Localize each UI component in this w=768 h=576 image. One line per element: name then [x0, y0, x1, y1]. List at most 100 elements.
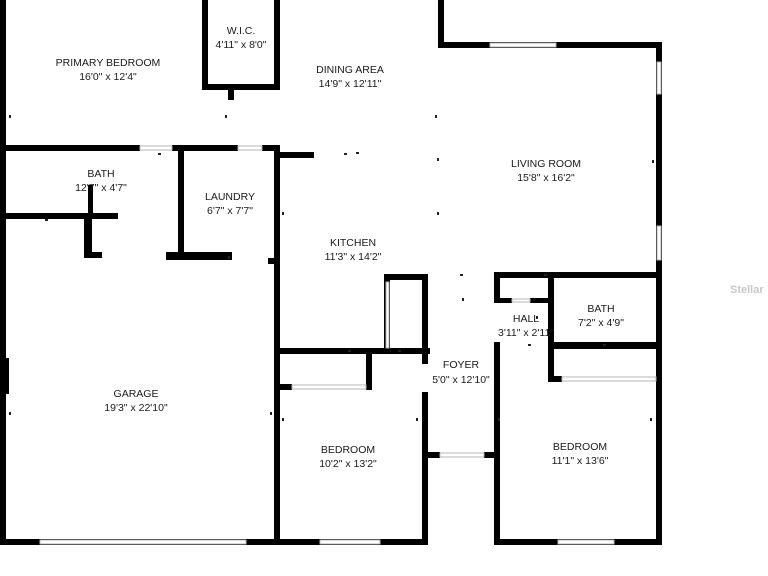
- room-name: PRIMARY BEDROOM: [56, 57, 161, 69]
- wall: [428, 452, 440, 458]
- tick: [45, 219, 48, 221]
- room-kitchen: KITCHEN 11'3" x 14'2": [325, 237, 382, 263]
- measure-ticks: [9, 115, 654, 421]
- room-bedroom-3: BEDROOM 11'1" x 13'6": [552, 441, 609, 467]
- window: [511, 298, 531, 303]
- tick: [228, 256, 230, 259]
- room-dimensions: 12'7" x 4'7": [75, 182, 127, 194]
- room-dimensions: 3'11" x 2'11": [498, 327, 554, 339]
- wall: [228, 90, 234, 100]
- window: [39, 539, 247, 545]
- wall: [166, 252, 232, 260]
- tick: [528, 344, 531, 346]
- room-wic: W.I.C. 4'11" x 8'0": [216, 25, 267, 51]
- wall: [494, 298, 512, 303]
- room-labels: PRIMARY BEDROOM 16'0" x 12'4" W.I.C. 4'1…: [56, 25, 625, 470]
- tick: [282, 212, 284, 215]
- room-name: W.I.C.: [227, 25, 256, 37]
- wall: [494, 272, 500, 302]
- room-dimensions: 19'3" x 22'10": [104, 402, 168, 414]
- room-dimensions: 10'2" x 13'2": [319, 458, 377, 470]
- room-dimensions: 6'7" x 7'7": [207, 205, 253, 217]
- window: [385, 281, 390, 349]
- wall: [384, 274, 428, 280]
- wall: [0, 0, 6, 545]
- tick: [536, 316, 538, 319]
- tick: [437, 158, 439, 161]
- room-name: BEDROOM: [553, 441, 607, 453]
- wall: [484, 452, 500, 458]
- room-bath-2: BATH 7'2" x 4'9": [578, 303, 624, 329]
- room-name: HALL: [513, 313, 539, 325]
- tick: [435, 115, 437, 118]
- tick: [544, 274, 547, 276]
- window: [557, 539, 615, 545]
- wall: [366, 348, 372, 390]
- wall: [0, 213, 118, 219]
- room-dimensions: 11'1" x 13'6": [552, 455, 609, 467]
- room-name: LIVING ROOM: [511, 158, 581, 170]
- tick: [348, 350, 351, 352]
- room-dimensions: 16'0" x 12'4": [79, 71, 137, 83]
- tick: [652, 160, 654, 163]
- room-garage: GARAGE 19'3" x 22'10": [104, 388, 168, 414]
- room-name: BATH: [87, 168, 114, 180]
- room-primary-bedroom: PRIMARY BEDROOM 16'0" x 12'4": [56, 57, 161, 83]
- window: [291, 384, 367, 390]
- window: [139, 145, 173, 151]
- wall: [202, 0, 208, 90]
- wall: [494, 272, 662, 278]
- window: [656, 225, 662, 261]
- room-bedroom-2: BEDROOM 10'2" x 13'2": [319, 444, 377, 470]
- room-dimensions: 14'9" x 12'11": [319, 78, 382, 90]
- wall: [202, 84, 280, 90]
- tick: [416, 418, 418, 421]
- tick: [462, 298, 464, 301]
- wall: [494, 342, 500, 545]
- tick: [460, 274, 463, 276]
- watermark: Stellar: [730, 284, 764, 296]
- room-living-room: LIVING ROOM 15'8" x 16'2": [511, 158, 581, 184]
- tick: [158, 153, 161, 155]
- wall: [280, 384, 292, 390]
- window: [319, 539, 381, 545]
- room-dimensions: 5'0" x 12'10": [432, 374, 490, 386]
- room-name: GARAGE: [114, 388, 159, 400]
- wall: [280, 152, 314, 158]
- room-dimensions: 11'3" x 14'2": [325, 251, 382, 263]
- room-dimensions: 15'8" x 16'2": [517, 172, 575, 184]
- wall: [0, 145, 140, 151]
- room-name: DINING AREA: [316, 64, 384, 76]
- room-laundry: LAUNDRY 6'7" x 7'7": [205, 191, 255, 217]
- wall: [548, 272, 554, 350]
- wall: [422, 274, 428, 364]
- wall: [548, 342, 554, 382]
- wall: [0, 358, 9, 394]
- room-hall: HALL 3'11" x 2'11": [498, 313, 554, 339]
- tick: [282, 418, 284, 421]
- room-primary-bath: BATH 12'7" x 4'7": [75, 168, 127, 194]
- windows: [39, 42, 662, 545]
- room-foyer: FOYER 5'0" x 12'10": [432, 359, 490, 386]
- wall: [178, 145, 184, 255]
- wall: [530, 298, 554, 303]
- tick: [398, 350, 401, 352]
- room-name: KITCHEN: [330, 237, 376, 249]
- window: [489, 42, 557, 48]
- room-dining-area: DINING AREA 14'9" x 12'11": [316, 64, 384, 90]
- wall: [438, 0, 444, 48]
- room-name: FOYER: [443, 359, 480, 371]
- tick: [270, 412, 272, 415]
- tick: [9, 115, 11, 118]
- wall: [422, 392, 428, 545]
- wall: [280, 348, 430, 354]
- room-dimensions: 4'11" x 8'0": [216, 39, 267, 51]
- tick: [650, 418, 652, 421]
- wall: [172, 145, 238, 151]
- wall: [268, 258, 280, 264]
- window: [439, 452, 485, 458]
- wall: [84, 213, 92, 258]
- tick: [498, 418, 500, 421]
- wall: [548, 376, 562, 382]
